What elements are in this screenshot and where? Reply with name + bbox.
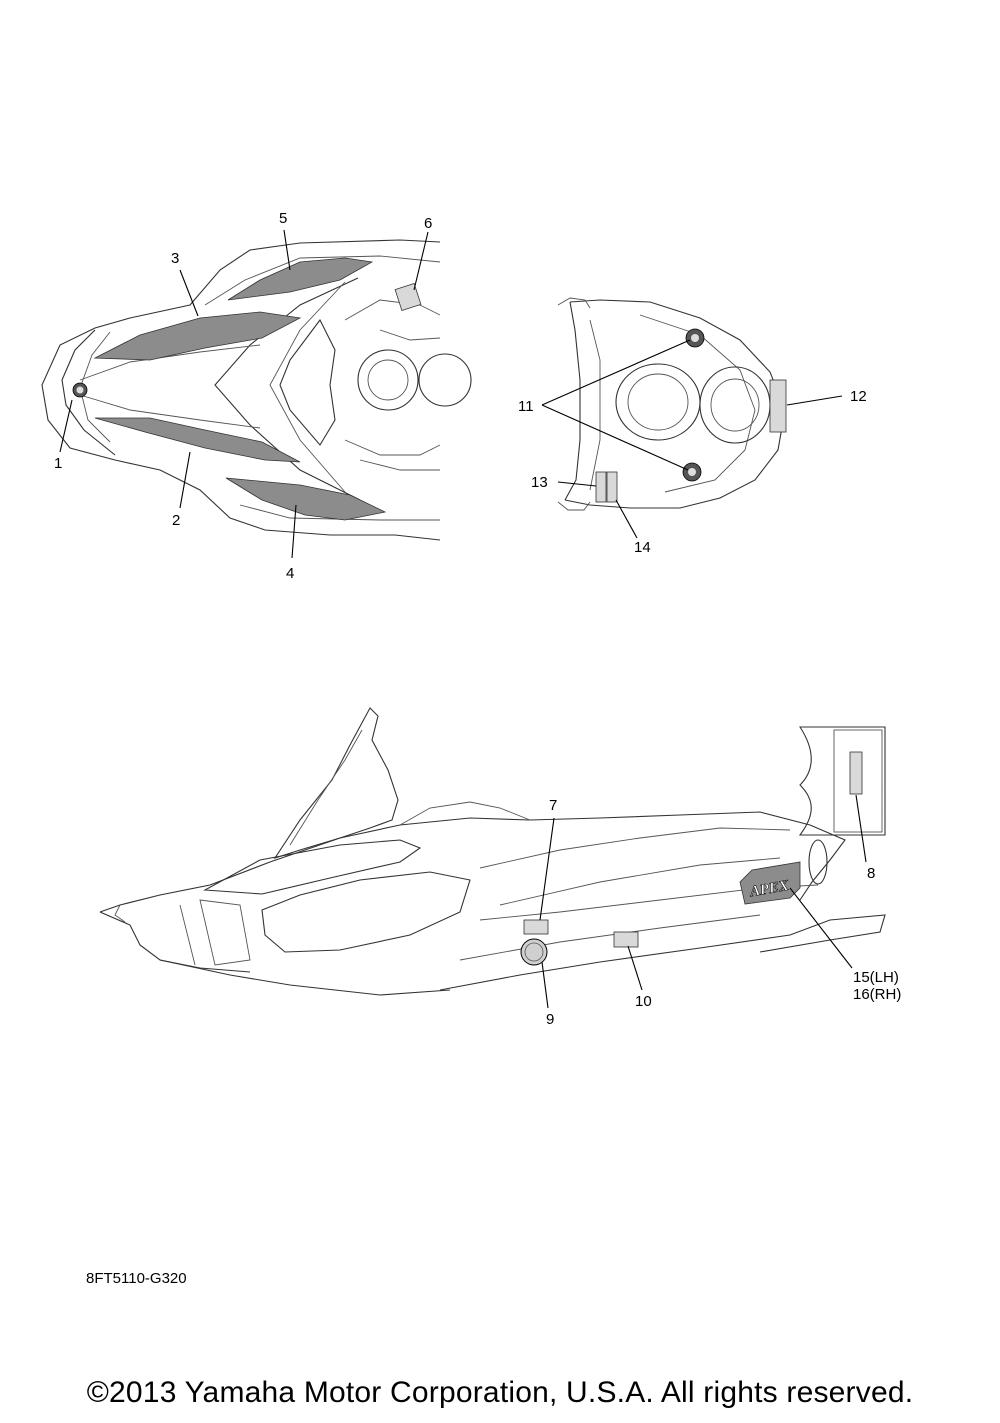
label-10	[613, 931, 639, 948]
callout-9: 9	[546, 1011, 554, 1028]
decal-5	[227, 257, 374, 301]
decal-4	[225, 477, 387, 521]
apex-decal	[739, 861, 801, 905]
callout-5: 5	[279, 210, 287, 227]
callout-11: 11	[518, 398, 534, 415]
decal-2	[94, 417, 301, 463]
apex-decal-text: APEX	[748, 878, 791, 901]
callout-7: 7	[549, 797, 557, 814]
label-13	[595, 471, 607, 503]
callout-13: 13	[531, 474, 548, 491]
callout-16: 16(RH)	[853, 986, 901, 1003]
callout-8: 8	[867, 865, 875, 882]
label-8	[849, 751, 863, 795]
diagram-code: 8FT5110-G320	[86, 1270, 187, 1287]
decal-3	[93, 311, 302, 361]
callout-4: 4	[286, 565, 294, 582]
callout-15: 15(LH)	[853, 969, 899, 986]
callout-6: 6	[424, 215, 432, 232]
copyright-notice: ©2013 Yamaha Motor Corporation, U.S.A. A…	[86, 1376, 914, 1409]
label-12	[769, 379, 787, 433]
rear-top-view	[557, 297, 787, 511]
side-view: APEX	[99, 707, 886, 996]
callout-10: 10	[635, 993, 652, 1010]
callout-12: 12	[850, 388, 867, 405]
callout-3: 3	[171, 250, 179, 267]
callout-1: 1	[54, 455, 62, 472]
callout-2: 2	[172, 512, 180, 529]
callout-14: 14	[634, 539, 651, 556]
label-14	[606, 471, 618, 503]
label-6	[394, 282, 422, 312]
label-7	[523, 919, 549, 935]
hood-top-view	[41, 239, 472, 541]
